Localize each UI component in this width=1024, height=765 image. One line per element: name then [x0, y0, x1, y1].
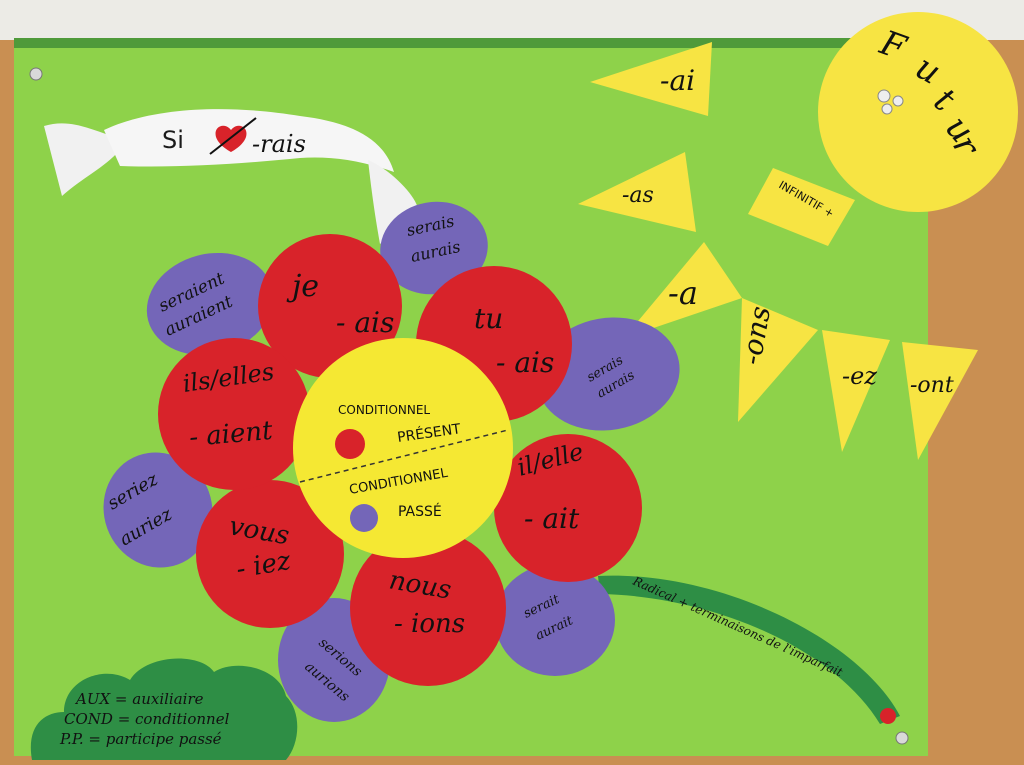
purple-dot-icon: [350, 504, 378, 532]
red-dot-icon: [880, 708, 896, 724]
petal-pronoun: je: [286, 269, 319, 304]
flag: [822, 330, 890, 452]
purple-petal: [380, 201, 488, 295]
flower-stem: Radical + terminaisons de l'imparfait: [598, 574, 900, 724]
petal-ending: - ais: [336, 306, 394, 339]
stem-label: Radical + terminaisons de l'imparfait: [630, 574, 845, 680]
center-present-heading: CONDITIONNEL: [338, 403, 430, 417]
pushpin-icon: [892, 95, 904, 107]
purple-petal: [495, 564, 615, 676]
legend-line: AUX = auxiliaire: [74, 690, 204, 708]
center-past-label: PASSÉ: [398, 503, 442, 520]
legend-cloud: AUX = auxiliaire COND = conditionnel P.P…: [30, 658, 298, 760]
flag-ending: -a: [668, 274, 698, 312]
banner-suffix: -rais: [252, 130, 306, 158]
red-petal: [258, 234, 402, 378]
purple-petal: [536, 317, 680, 431]
petal-ending: - aient: [188, 416, 274, 453]
si-rais-banner: Si -rais: [44, 109, 419, 244]
flag: [624, 242, 742, 338]
purple-petal: [103, 452, 213, 568]
flag: [738, 298, 818, 422]
banner-prefix: Si: [162, 126, 184, 154]
legend-line: COND = conditionnel: [64, 710, 230, 728]
red-petal: [494, 434, 642, 582]
flag-ending: -ont: [910, 373, 954, 398]
pushpin-icon: [895, 731, 909, 745]
flag: [578, 152, 696, 232]
sun: F u t u r: [818, 12, 1018, 212]
legend-line: P.P. = participe passé: [59, 730, 222, 748]
red-petal: [196, 480, 344, 628]
infinitif-card: [748, 168, 855, 246]
purple-petal: [146, 252, 274, 356]
flag-ending: -ai: [660, 64, 695, 97]
petal-ending: - ions: [394, 609, 465, 639]
wall: [0, 0, 1024, 40]
pushpin-icon: [877, 89, 891, 103]
flag-ending: -ez: [842, 362, 877, 390]
red-petal: [158, 338, 310, 490]
petal-ending: - ait: [524, 502, 580, 535]
red-petals: [158, 234, 642, 686]
pushpin-icon: [881, 103, 893, 115]
petal-pronoun: tu: [474, 302, 503, 335]
flower-center: CONDITIONNEL PRÉSENT CONDITIONNEL PASSÉ: [293, 338, 513, 558]
pushpin-icon: [29, 67, 43, 81]
flag-ending: -as: [622, 183, 654, 208]
flag: [590, 42, 712, 116]
ending-flags: -ai -as INFINITIF + -a -ons -ez -ont: [578, 42, 978, 460]
flag: [902, 342, 978, 460]
red-dot-icon: [335, 429, 365, 459]
petal-ending: - ais: [496, 346, 554, 379]
red-petal: [350, 530, 506, 686]
